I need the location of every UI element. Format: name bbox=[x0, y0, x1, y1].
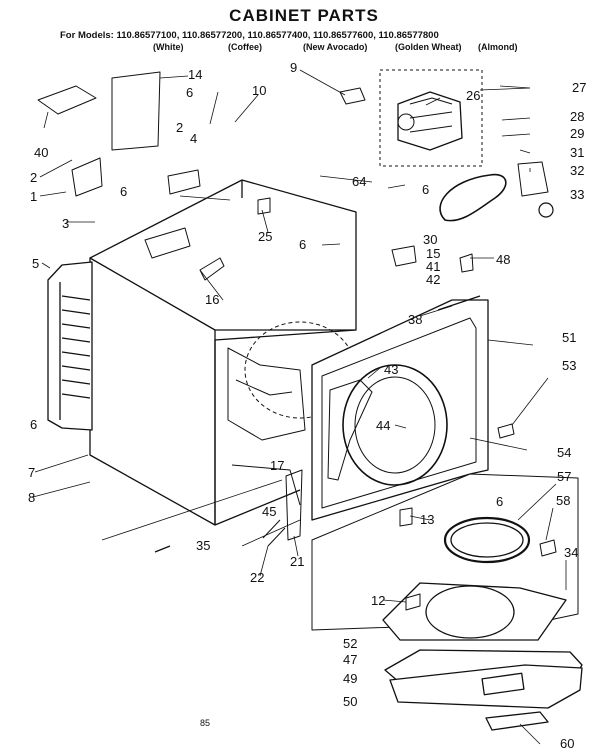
callout-13: 13 bbox=[420, 512, 434, 527]
callout-15: 15 bbox=[426, 246, 440, 261]
callout-57: 57 bbox=[557, 469, 571, 484]
callout-41: 41 bbox=[426, 259, 440, 274]
leader-lines bbox=[32, 69, 567, 745]
callout-22: 22 bbox=[250, 570, 264, 585]
callout-8: 8 bbox=[28, 490, 35, 505]
callout-5: 5 bbox=[32, 256, 39, 271]
callout-42: 42 bbox=[426, 272, 440, 287]
page-number: 85 bbox=[200, 718, 211, 728]
callout-58: 58 bbox=[556, 493, 570, 508]
color-white: (White) bbox=[153, 42, 184, 52]
callout-6c: 6 bbox=[299, 237, 306, 252]
callout-10: 10 bbox=[252, 83, 266, 98]
callout-64: 64 bbox=[352, 174, 366, 189]
callout-43: 43 bbox=[384, 362, 398, 377]
callout-33: 33 bbox=[570, 187, 584, 202]
callout-7: 7 bbox=[28, 465, 35, 480]
callout-45: 45 bbox=[262, 504, 276, 519]
callout-9: 9 bbox=[290, 60, 297, 75]
callout-27: 27 bbox=[572, 80, 586, 95]
callout-26: 26 bbox=[466, 88, 480, 103]
callout-51: 51 bbox=[562, 330, 576, 345]
callout-12: 12 bbox=[371, 593, 385, 608]
callout-29: 29 bbox=[570, 126, 584, 141]
callout-44: 44 bbox=[376, 418, 390, 433]
callout-38: 38 bbox=[408, 312, 422, 327]
callout-60: 60 bbox=[560, 736, 574, 751]
callout-21: 21 bbox=[290, 554, 304, 569]
callout-30: 30 bbox=[423, 232, 437, 247]
callout-52: 52 bbox=[343, 636, 357, 651]
callout-1: 1 bbox=[30, 189, 37, 204]
callout-54: 54 bbox=[557, 445, 571, 460]
rear-panel bbox=[47, 261, 93, 431]
callout-34: 34 bbox=[564, 545, 578, 560]
callout-6b: 6 bbox=[120, 184, 127, 199]
part-callouts: 14 6 10 2 4 40 2 1 6 3 5 16 25 6 9 26 27… bbox=[28, 60, 586, 751]
motor-assembly bbox=[379, 69, 483, 167]
callout-2: 2 bbox=[176, 120, 183, 135]
callout-48: 49 bbox=[343, 671, 357, 686]
callout-6e: 6 bbox=[496, 494, 503, 509]
callout-2b: 2 bbox=[30, 170, 37, 185]
cabinet-body bbox=[89, 179, 357, 526]
callout-3: 3 bbox=[62, 216, 69, 231]
front-panel bbox=[311, 295, 489, 521]
callout-40: 40 bbox=[34, 145, 48, 160]
callout-47: 47 bbox=[343, 652, 357, 667]
callout-14: 14 bbox=[188, 67, 202, 82]
drive-belt bbox=[439, 173, 507, 222]
callout-53: 53 bbox=[562, 358, 576, 373]
callout-16: 16 bbox=[205, 292, 219, 307]
callout-32: 32 bbox=[570, 163, 584, 178]
page-title: CABINET PARTS bbox=[229, 6, 379, 25]
callout-6d: 6 bbox=[422, 182, 429, 197]
callout-25: 25 bbox=[258, 229, 272, 244]
door-seal bbox=[443, 516, 531, 564]
models-line: For Models: 110.86577100, 110.86577200, … bbox=[60, 30, 439, 41]
door-assembly bbox=[382, 582, 583, 731]
callout-49: 50 bbox=[343, 694, 357, 709]
color-almond: (Almond) bbox=[478, 42, 518, 52]
callout-50: 48 bbox=[496, 252, 510, 267]
callout-6: 6 bbox=[186, 85, 193, 100]
color-golden-wheat: (Golden Wheat) bbox=[395, 42, 462, 52]
callout-31: 31 bbox=[570, 145, 584, 160]
color-new-avocado: (New Avocado) bbox=[303, 42, 368, 52]
callout-35: 35 bbox=[196, 538, 210, 553]
callout-17: 17 bbox=[270, 458, 284, 473]
callout-28: 28 bbox=[570, 109, 584, 124]
small-parts bbox=[37, 71, 557, 611]
callout-4: 4 bbox=[190, 131, 197, 146]
callout-6f: 6 bbox=[30, 417, 37, 432]
color-coffee: (Coffee) bbox=[228, 42, 262, 52]
